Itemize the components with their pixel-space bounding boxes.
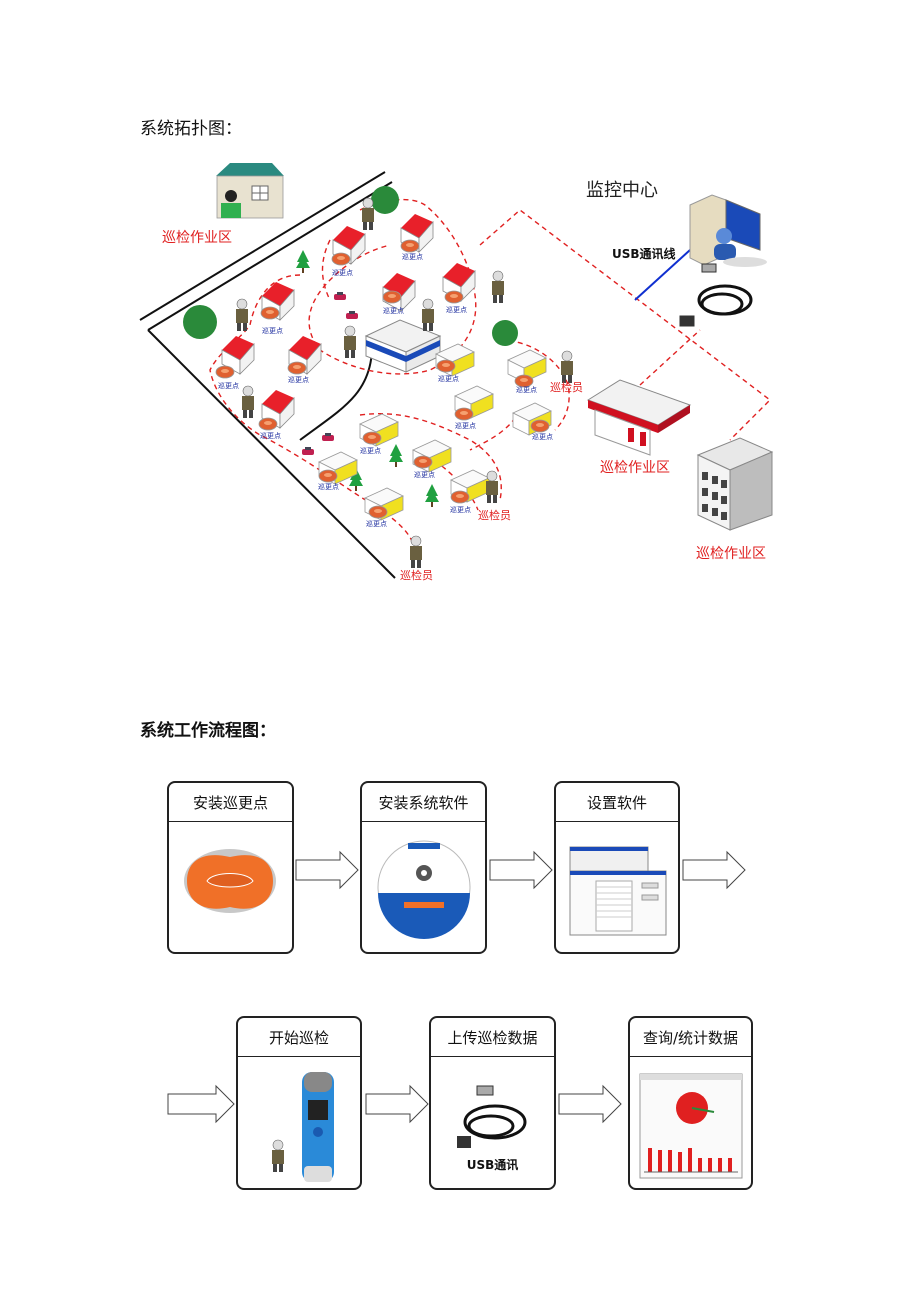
checkpoint-label: 巡更点: [366, 519, 387, 528]
checkpoint-label: 巡更点: [318, 482, 339, 491]
road-lines: [139, 171, 396, 579]
usb-cable-icon: [457, 1085, 527, 1148]
checkpoint-label: 巡更点: [450, 505, 471, 514]
checkpoint-label: 巡更点: [532, 432, 553, 441]
checkpoint-label: 巡更点: [516, 385, 537, 394]
inspector-label: 巡检员: [478, 508, 511, 522]
flow-step-install-checkpoint: 安装巡更点: [167, 781, 294, 954]
software-window-icon: [569, 846, 667, 936]
checkpoint-label: 巡更点: [402, 252, 423, 261]
car-icon: [334, 292, 346, 300]
bush-icon: [183, 305, 217, 339]
flow-step-title: 安装巡更点: [169, 783, 292, 822]
zone-label: 巡检作业区: [696, 546, 766, 562]
software-cd-icon: [377, 840, 471, 939]
tree-icon: [389, 444, 403, 467]
zone-label: 巡检作业区: [600, 460, 670, 476]
checkpoint-label: 巡更点: [414, 470, 435, 479]
tree-icon: [425, 484, 439, 507]
checkpoint-label: 巡更点: [438, 374, 459, 383]
checkpoint-label: 巡更点: [383, 306, 404, 315]
bush-icon: [492, 320, 518, 346]
zone-label: 巡检作业区: [162, 230, 232, 246]
checkpoint-label: 巡更点: [288, 375, 309, 384]
topology-diagram: 监控中心 USB通讯线 巡检作业区 巡检作业区 巡检作业区 巡检员 巡检员 巡检…: [139, 163, 774, 582]
topology-heading: 系统拓扑图：: [140, 119, 242, 139]
flow-step-title: 安装系统软件: [362, 783, 485, 822]
bush-icon: [371, 186, 399, 214]
flow-arrow-icon: [558, 1084, 622, 1124]
workflow-heading: 系统工作流程图：: [140, 721, 276, 741]
checkpoint-device-icon: [184, 849, 276, 913]
checkpoint-label: 巡更点: [360, 446, 381, 455]
checkpoint-label: 巡更点: [218, 381, 239, 390]
flow-step-title: 开始巡检: [238, 1018, 360, 1057]
gas-station-icon: [586, 379, 692, 456]
usb-cable-icon: [679, 263, 753, 327]
checkpoint-labels: 巡更点 巡更点 巡更点 巡更点 巡更点 巡更点 巡更点 巡更点 巡更点 巡更点 …: [218, 252, 553, 528]
flow-step-title: 上传巡检数据: [431, 1018, 554, 1057]
flow-step-configure-software: 设置软件: [554, 781, 680, 954]
flow-arrow-icon: [489, 850, 553, 890]
flow-arrow-icon: [365, 1084, 429, 1124]
monitor-center-label: 监控中心: [586, 180, 658, 201]
inspector-label: 巡检员: [400, 568, 433, 582]
central-building-icon: [364, 319, 442, 373]
checkpoint-label: 巡更点: [260, 431, 281, 440]
usb-line-label: USB通讯线: [612, 246, 676, 261]
flow-arrow-icon: [682, 850, 746, 890]
checkpoint-label: 巡更点: [446, 305, 467, 314]
checkpoint-label: 巡更点: [332, 268, 353, 277]
statistics-chart-icon: [639, 1073, 743, 1179]
tree-icon: [296, 250, 310, 273]
flow-step-start-inspection: 开始巡检: [236, 1016, 362, 1190]
flow-step-title: 设置软件: [556, 783, 678, 822]
patrol-reader-icon: [272, 1072, 334, 1182]
inspector-label: 巡检员: [550, 380, 583, 394]
checkpoint-label: 巡更点: [455, 421, 476, 430]
flow-arrow-icon: [295, 850, 359, 890]
office-building-icon: [696, 437, 774, 531]
flow-step-install-software: 安装系统软件: [360, 781, 487, 954]
usb-line: [634, 249, 691, 301]
usb-caption: USB通讯: [466, 1158, 519, 1172]
car-icon: [322, 433, 334, 441]
computer-icon: [689, 194, 767, 267]
car-icon: [302, 447, 314, 455]
flow-step-query-statistics: 查询/统计数据: [628, 1016, 753, 1190]
zone-house-icon: [216, 163, 284, 219]
flow-step-title: 查询/统计数据: [630, 1018, 751, 1057]
flow-arrow-icon: [167, 1084, 235, 1124]
car-icon: [346, 311, 358, 319]
checkpoint-label: 巡更点: [262, 326, 283, 335]
flow-step-upload-data: 上传巡检数据 USB通讯: [429, 1016, 556, 1190]
